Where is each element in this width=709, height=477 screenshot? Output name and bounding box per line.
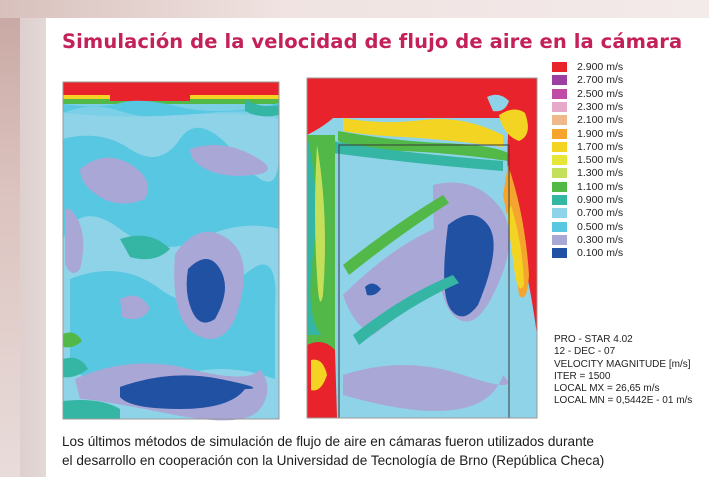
legend-item: 2.300 m/s bbox=[552, 101, 623, 113]
info-line-iterations: ITER = 1500 bbox=[554, 370, 611, 382]
legend-item: 0.700 m/s bbox=[552, 207, 623, 219]
legend-swatch bbox=[552, 155, 567, 166]
legend-label: 1.500 m/s bbox=[577, 154, 624, 167]
legend-swatch bbox=[552, 115, 567, 126]
figure-title: Simulación de la velocidad de flujo de a… bbox=[62, 30, 683, 53]
legend-item: 2.100 m/s bbox=[552, 114, 623, 126]
legend-swatch bbox=[552, 181, 567, 192]
legend-swatch bbox=[552, 75, 567, 86]
background-strip-left bbox=[0, 0, 20, 477]
legend-swatch bbox=[552, 195, 567, 205]
info-line-date: 12 - DEC - 07 bbox=[554, 346, 616, 358]
legend-item: 1.100 m/s bbox=[552, 181, 623, 193]
background-strip-top bbox=[0, 0, 709, 18]
legend-item: 2.700 m/s bbox=[552, 74, 623, 86]
legend-label: 2.500 m/s bbox=[577, 87, 624, 100]
legend-swatch bbox=[552, 248, 567, 259]
figure-caption: Los últimos métodos de simulación de flu… bbox=[62, 432, 702, 470]
legend-swatch bbox=[552, 128, 567, 139]
legend-label: 2.700 m/s bbox=[577, 74, 624, 87]
legend-item: 2.500 m/s bbox=[552, 88, 623, 100]
legend-swatch bbox=[552, 62, 567, 72]
info-line-local-max: LOCAL MX = 26,65 m/s bbox=[554, 383, 660, 395]
legend-label: 1.900 m/s bbox=[577, 127, 624, 140]
legend-swatch bbox=[552, 234, 567, 245]
legend-label: 1.100 m/s bbox=[577, 180, 624, 193]
legend-swatch bbox=[552, 101, 567, 112]
legend-item: 1.700 m/s bbox=[552, 141, 623, 153]
legend-swatch bbox=[552, 141, 567, 152]
legend-item: 0.300 m/s bbox=[552, 234, 623, 246]
legend-label: 0.100 m/s bbox=[577, 247, 624, 260]
legend-label: 2.900 m/s bbox=[577, 61, 624, 73]
legend-label: 0.700 m/s bbox=[577, 207, 624, 220]
simulation-panel-right bbox=[303, 75, 540, 421]
legend-swatch bbox=[552, 208, 567, 219]
legend-item: 1.900 m/s bbox=[552, 128, 623, 140]
legend-swatch bbox=[552, 88, 567, 99]
info-line-software: PRO - STAR 4.02 bbox=[554, 334, 633, 345]
legend-swatch bbox=[552, 221, 567, 232]
legend-label: 1.300 m/s bbox=[577, 167, 624, 180]
legend-label: 0.500 m/s bbox=[577, 220, 624, 233]
caption-line-1: Los últimos métodos de simulación de flu… bbox=[62, 434, 594, 449]
legend-label: 2.300 m/s bbox=[577, 100, 624, 113]
legend-item: 1.500 m/s bbox=[552, 154, 623, 166]
simulation-panel-left bbox=[60, 79, 282, 422]
legend-label: 2.100 m/s bbox=[577, 114, 624, 127]
legend-swatch bbox=[552, 168, 567, 179]
info-line-quantity: VELOCITY MAGNITUDE [m/s] bbox=[554, 358, 691, 370]
legend-label: 0.300 m/s bbox=[577, 233, 624, 246]
info-line-local-min: LOCAL MN = 0,5442E - 01 m/s bbox=[554, 395, 693, 407]
legend-item: 0.900 m/s bbox=[552, 194, 623, 206]
legend-item: 1.300 m/s bbox=[552, 167, 623, 179]
legend-item: 2.900 m/s bbox=[552, 61, 623, 73]
caption-line-2: el desarrollo en cooperación con la Univ… bbox=[62, 453, 605, 468]
simulation-info: PRO - STAR 4.02 12 - DEC - 07 VELOCITY M… bbox=[554, 334, 692, 408]
legend-label: 1.700 m/s bbox=[577, 140, 624, 153]
legend-item: 0.100 m/s bbox=[552, 247, 623, 259]
legend-item: 0.500 m/s bbox=[552, 221, 623, 233]
legend-label: 0.900 m/s bbox=[577, 194, 624, 206]
